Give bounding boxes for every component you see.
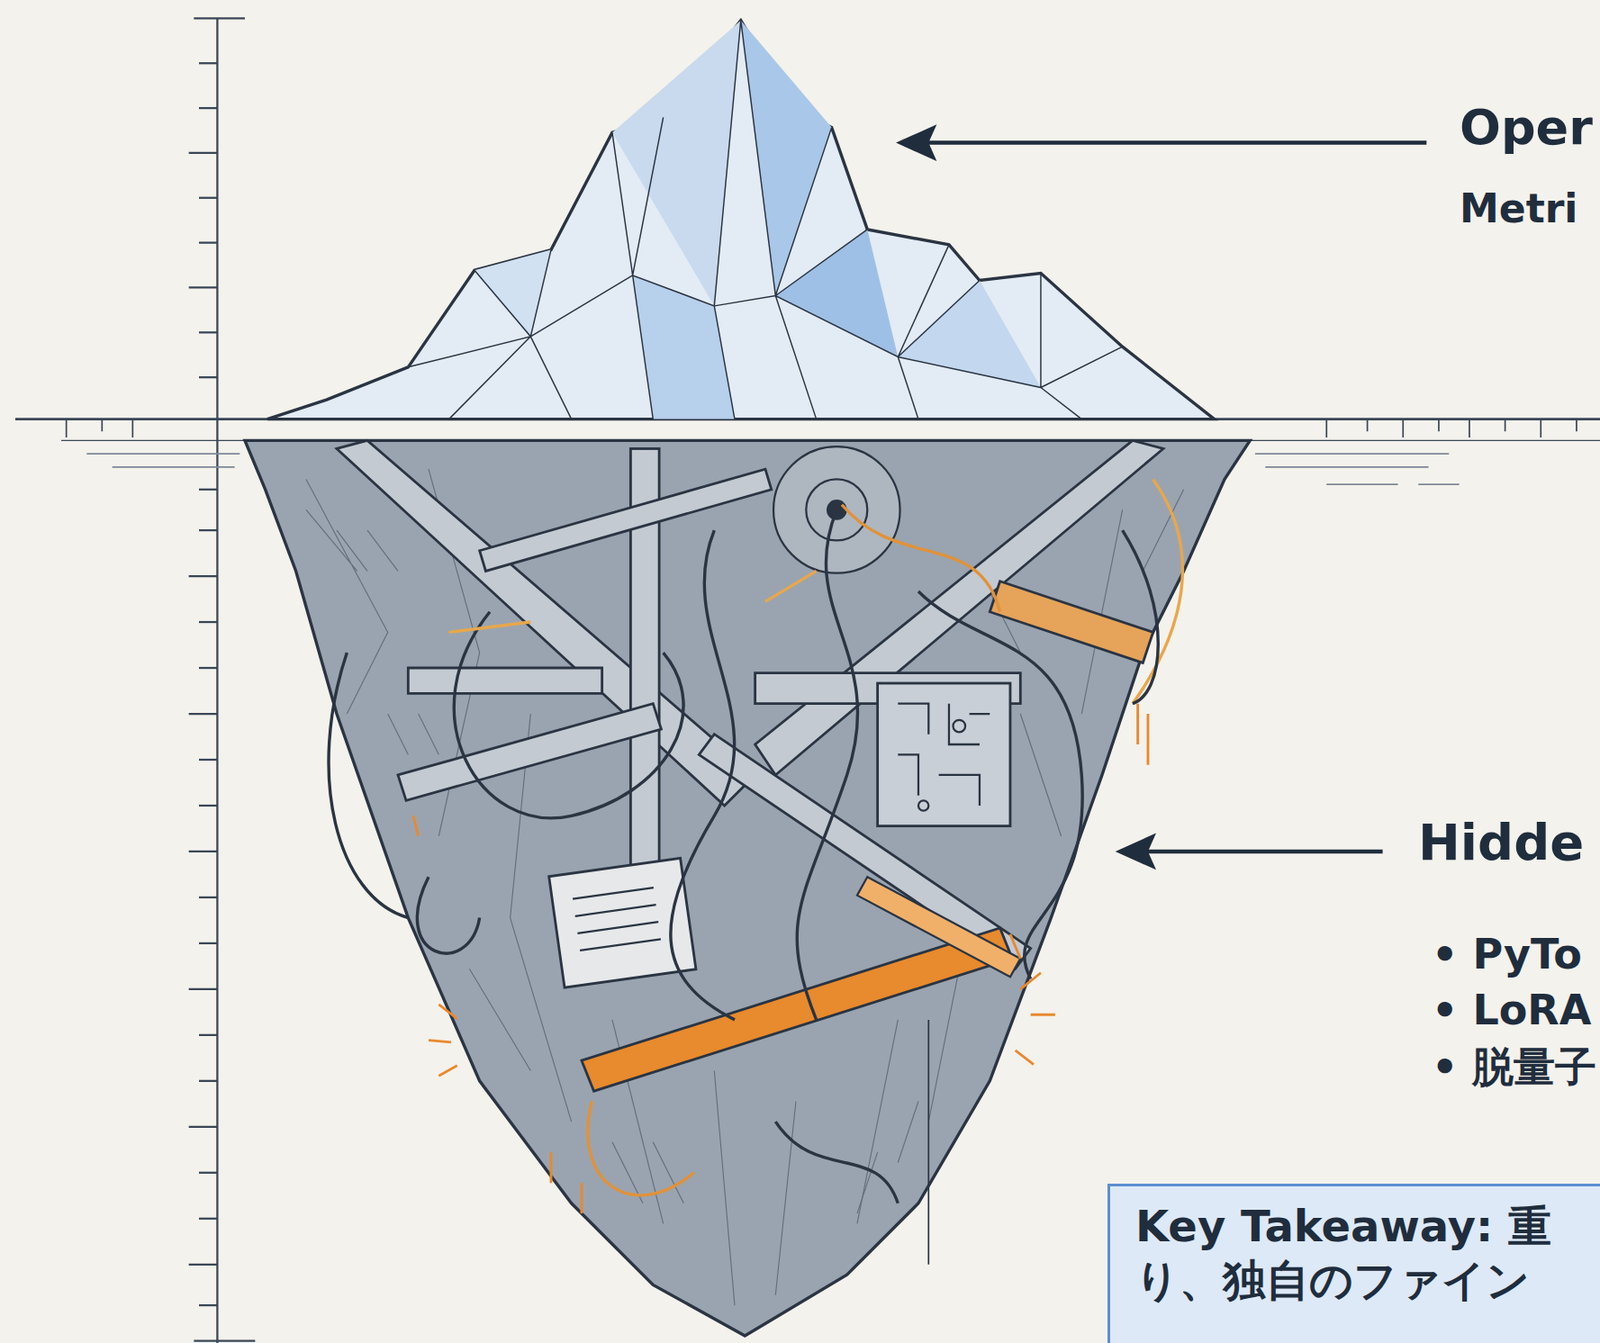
- callout-heading: Hidde: [1418, 814, 1584, 871]
- depth-axis: [189, 18, 256, 1343]
- iceberg-tip: [267, 20, 1215, 420]
- callout-heading: Oper: [1459, 100, 1593, 154]
- iceberg-underwater: [244, 440, 1250, 1337]
- bullet-item: • PyTo: [1431, 931, 1582, 978]
- bullet-item: • 脱量子: [1431, 1044, 1597, 1091]
- takeaway-text: Key Takeaway: 重 り、独自のファイン: [1135, 1199, 1600, 1308]
- bullet-item: • LoRA: [1431, 987, 1591, 1034]
- callout-arrows: [895, 124, 1427, 870]
- callout-subtitle: Metri: [1459, 187, 1578, 231]
- takeaway-box: Key Takeaway: 重 り、独自のファイン: [1107, 1184, 1600, 1343]
